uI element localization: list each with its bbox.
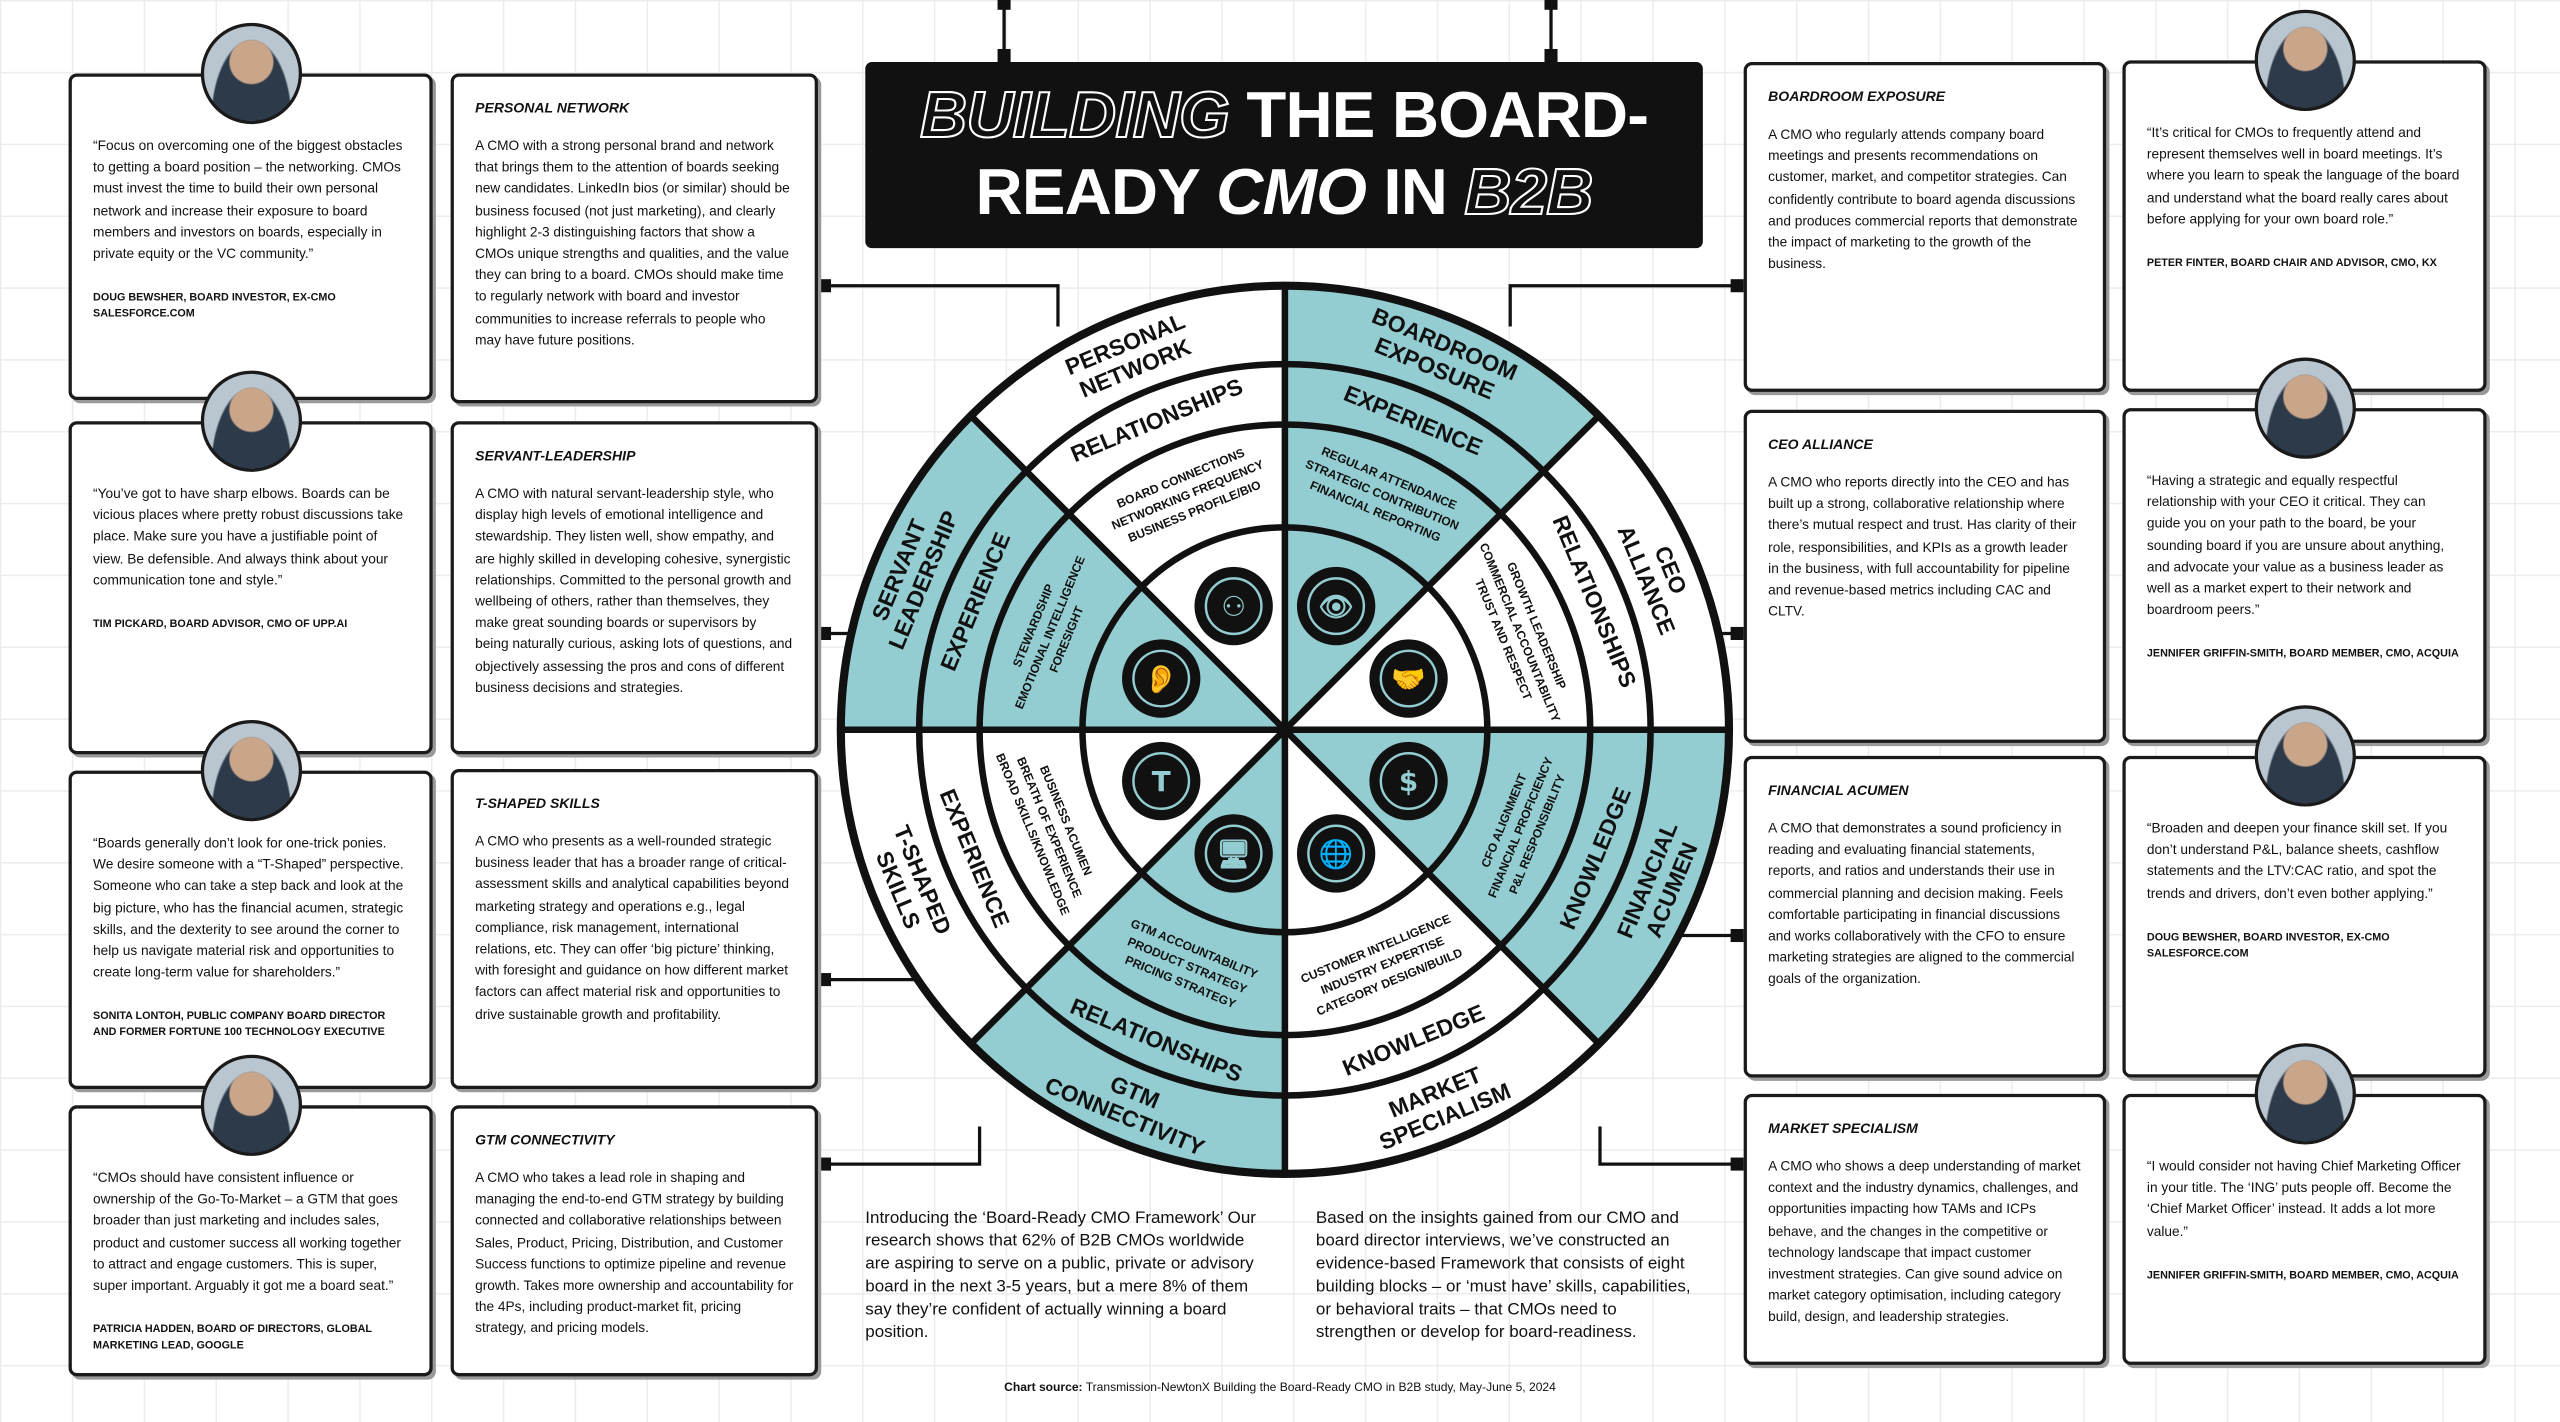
quote-author: JENNIFER GRIFFIN-SMITH, BOARD MEMBER, CM… xyxy=(2146,1269,2459,1282)
quote-author: TIM PICKARD, BOARD ADVISOR, CMO OF UPP.A… xyxy=(93,618,348,631)
title-text: IN xyxy=(1366,156,1465,229)
globe-icon-ring xyxy=(1307,824,1366,883)
quote-card: “Having a strategic and equally respectf… xyxy=(2122,357,2487,743)
building-block-card: SERVANT-LEADERSHIP A CMO with natural ser… xyxy=(450,421,818,755)
avatar xyxy=(199,370,302,472)
wheel-divider xyxy=(1282,727,1602,1047)
t-gear-icon-glyph: T xyxy=(1152,765,1171,798)
title-text: THE BOARD- xyxy=(1229,79,1649,152)
handshake-shield-icon-glyph: 🤝 xyxy=(1391,662,1426,695)
ear-icon-glyph: 👂 xyxy=(1144,662,1179,695)
quote-author: PATRICIA HADDEN, BOARD OF DIRECTORS, GLO… xyxy=(93,1324,372,1353)
quote-author: DOUG BEWSHER, BOARD INVESTOR, EX-CMO SAL… xyxy=(2146,931,2390,960)
network-monitor-icon-ring xyxy=(1204,824,1263,883)
eye-icon-ring xyxy=(1307,577,1366,636)
source-text: Transmission-NewtonX Building the Board-… xyxy=(1082,1379,1556,1395)
building-block-card: FINANCIAL ACUMEN A CMO that demonstrates … xyxy=(1743,755,2107,1078)
quote-card: “CMOs should have consistent influence o… xyxy=(68,1054,433,1377)
avatar xyxy=(199,1054,302,1156)
avatar xyxy=(2253,705,2356,807)
network-people-icon-ring xyxy=(1204,577,1263,636)
quote-text: “Boards generally don’t look for one-tri… xyxy=(93,834,404,980)
page-title: BUILDING THE BOARD- READY CMO IN B2B xyxy=(865,62,1703,249)
eye-icon-glyph: 👁 xyxy=(1319,590,1354,623)
block-description: A CMO who presents as a well-rounded str… xyxy=(475,832,790,1022)
network-monitor-icon-glyph: 🖥 xyxy=(1216,837,1251,870)
chart-source: Chart source: Transmission-NewtonX Build… xyxy=(0,1380,2560,1395)
quote-author: JENNIFER GRIFFIN-SMITH, BOARD MEMBER, CM… xyxy=(2146,648,2459,661)
quote-text: “Having a strategic and equally respectf… xyxy=(2146,471,2445,618)
wheel-divider xyxy=(968,413,1288,733)
block-title: BOARDROOM EXPOSURE xyxy=(1768,88,1946,105)
building-block-card: BOARDROOM EXPOSURE A CMO who regularly at… xyxy=(1743,62,2107,392)
brain-dollar-icon-ring xyxy=(1379,752,1438,811)
block-title: SERVANT-LEADERSHIP xyxy=(475,447,636,464)
block-title: GTM CONNECTIVITY xyxy=(475,1131,615,1148)
building-block-card: PERSONAL NETWORK A CMO with a strong pers… xyxy=(450,73,818,404)
quote-text: “Broaden and deepen your finance skill s… xyxy=(2146,819,2448,901)
block-title: MARKET SPECIALISM xyxy=(1768,1119,1918,1137)
title-text: READY xyxy=(975,156,1217,229)
avatar xyxy=(199,22,302,125)
globe-icon-glyph: 🌐 xyxy=(1319,837,1354,870)
quote-author: SONITA LONTOH, PUBLIC COMPANY BOARD DIRE… xyxy=(93,1011,386,1040)
building-block-card: T-SHAPED SKILLS A CMO who presents as a w… xyxy=(450,768,818,1089)
source-label: Chart source: xyxy=(1004,1379,1083,1395)
quote-text: “CMOs should have consistent influence o… xyxy=(93,1168,401,1294)
block-description: A CMO who takes a lead role in shaping a… xyxy=(475,1168,794,1337)
avatar xyxy=(199,719,302,822)
quote-card: “It’s critical for CMOs to frequently at… xyxy=(2122,9,2487,392)
block-description: A CMO who reports directly into the CEO … xyxy=(1768,473,2077,620)
block-title: T-SHAPED SKILLS xyxy=(475,795,600,812)
title-building: BUILDING xyxy=(919,79,1231,153)
t-gear-icon-ring xyxy=(1132,752,1191,811)
avatar xyxy=(2253,1043,2356,1145)
quote-text: “Focus on overcoming one of the biggest … xyxy=(93,137,403,262)
title-b2b: B2B xyxy=(1463,156,1594,230)
quote-card: “Boards generally don’t look for one-tri… xyxy=(68,719,433,1089)
wheel-divider xyxy=(968,727,1288,1047)
building-block-card: CEO ALLIANCE A CMO who reports directly i… xyxy=(1743,409,2107,743)
block-description: A CMO with natural servant-leadership st… xyxy=(475,484,793,696)
framework-text: Based on the insights gained from our CM… xyxy=(1315,1209,1691,1343)
quote-card: “Focus on overcoming one of the biggest … xyxy=(68,22,433,400)
quote-card: “I would consider not having Chief Marke… xyxy=(2122,1043,2487,1365)
block-description: A CMO that demonstrates a sound proficie… xyxy=(1768,819,2075,987)
wheel-divider xyxy=(1282,413,1602,733)
quote-text: “You’ve got to have sharp elbows. Boards… xyxy=(93,484,404,588)
block-title: PERSONAL NETWORK xyxy=(475,99,630,116)
quote-author: DOUG BEWSHER, BOARD INVESTOR, EX-CMO SAL… xyxy=(93,292,336,321)
quote-author: PETER FINTER, BOARD CHAIR AND ADVISOR, C… xyxy=(2146,257,2437,270)
avatar xyxy=(2253,9,2356,112)
quote-text: “It’s critical for CMOs to frequently at… xyxy=(2146,124,2460,227)
block-title: FINANCIAL ACUMEN xyxy=(1768,782,1909,799)
network-people-icon-glyph: ⚇ xyxy=(1221,590,1246,623)
brain-dollar-icon-glyph: $ xyxy=(1399,765,1418,798)
ear-icon-ring xyxy=(1132,649,1191,708)
block-description: A CMO with a strong personal brand and n… xyxy=(475,137,790,348)
intro-text: Introducing the ‘Board-Ready CMO Framewo… xyxy=(865,1209,1256,1343)
quote-text: “I would consider not having Chief Marke… xyxy=(2146,1157,2461,1239)
block-description: A CMO who shows a deep understanding of … xyxy=(1768,1157,2081,1325)
title-text: CMO xyxy=(1216,156,1367,229)
building-block-card: MARKET SPECIALISM A CMO who shows a deep … xyxy=(1743,1093,2107,1365)
avatar xyxy=(2253,357,2356,459)
block-title: CEO ALLIANCE xyxy=(1768,435,1873,453)
building-block-card: GTM CONNECTIVITY A CMO who takes a lead r… xyxy=(450,1105,818,1377)
quote-card: “Broaden and deepen your finance skill s… xyxy=(2122,705,2487,1078)
handshake-shield-icon-ring xyxy=(1379,649,1438,708)
block-description: A CMO who regularly attends company boar… xyxy=(1768,125,2078,272)
